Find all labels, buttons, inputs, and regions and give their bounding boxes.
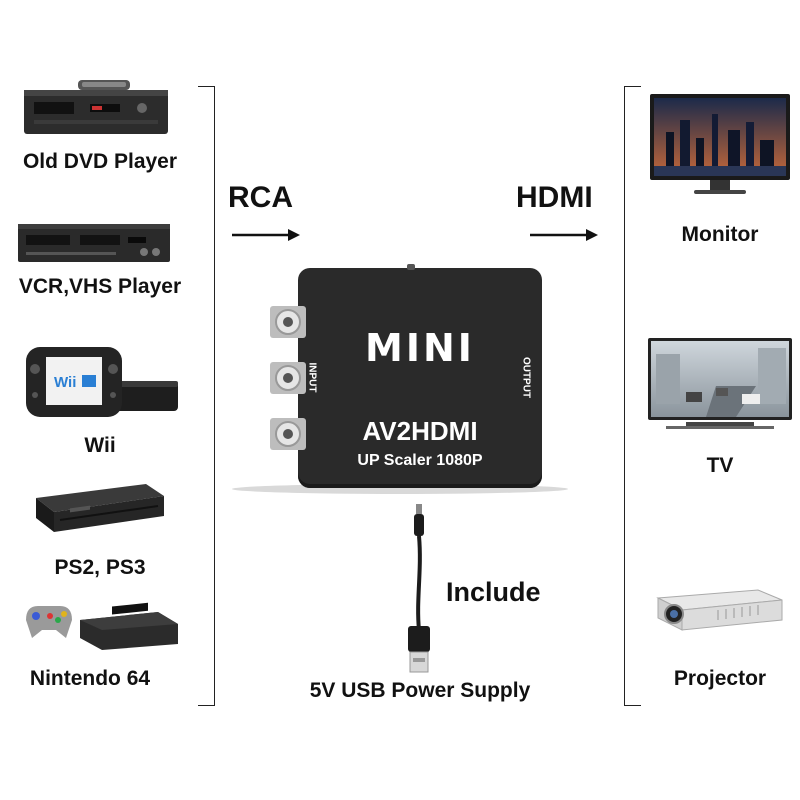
rca-port-icon xyxy=(270,306,306,338)
right-bracket xyxy=(624,86,641,706)
vcr-icon xyxy=(18,224,170,262)
input-label: RCA xyxy=(228,181,293,214)
output-port-label: OUTPUT xyxy=(520,356,532,399)
source-label: Nintendo 64 xyxy=(29,667,151,690)
projector-icon xyxy=(656,589,783,631)
svg-text:Wii: Wii xyxy=(54,374,76,391)
n64-console-icon xyxy=(26,602,178,650)
display-label: Projector xyxy=(673,667,767,690)
device-model: AV2HDMI xyxy=(362,416,478,446)
device-brand: MINI xyxy=(365,326,475,370)
arrow-right-icon xyxy=(530,229,598,241)
include-label: Include xyxy=(446,577,541,607)
source-label: Old DVD Player xyxy=(22,150,178,173)
display-label: TV xyxy=(706,454,734,477)
led-notch xyxy=(407,264,415,270)
input-port-label: INPUT xyxy=(306,362,318,393)
tv-icon xyxy=(648,338,792,429)
converter-device xyxy=(298,268,542,488)
source-label: Wii xyxy=(84,434,116,457)
device-subtitle: UP Scaler 1080P xyxy=(357,452,483,469)
monitor-icon xyxy=(650,94,790,194)
rca-ports xyxy=(270,306,306,450)
dvd-player-icon xyxy=(24,80,168,134)
wii-console-icon: Wii xyxy=(26,347,178,417)
output-label: HDMI xyxy=(516,181,593,214)
playstation-console-icon xyxy=(36,484,164,532)
display-label: Monitor xyxy=(681,223,759,246)
cable-label: 5V USB Power Supply xyxy=(309,679,531,702)
left-bracket xyxy=(198,86,215,706)
source-label: PS2, PS3 xyxy=(54,556,146,579)
usb-cable-icon xyxy=(408,504,430,673)
arrow-right-icon xyxy=(232,229,300,241)
device-shadow xyxy=(232,484,568,494)
source-label: VCR,VHS Player xyxy=(18,275,182,298)
